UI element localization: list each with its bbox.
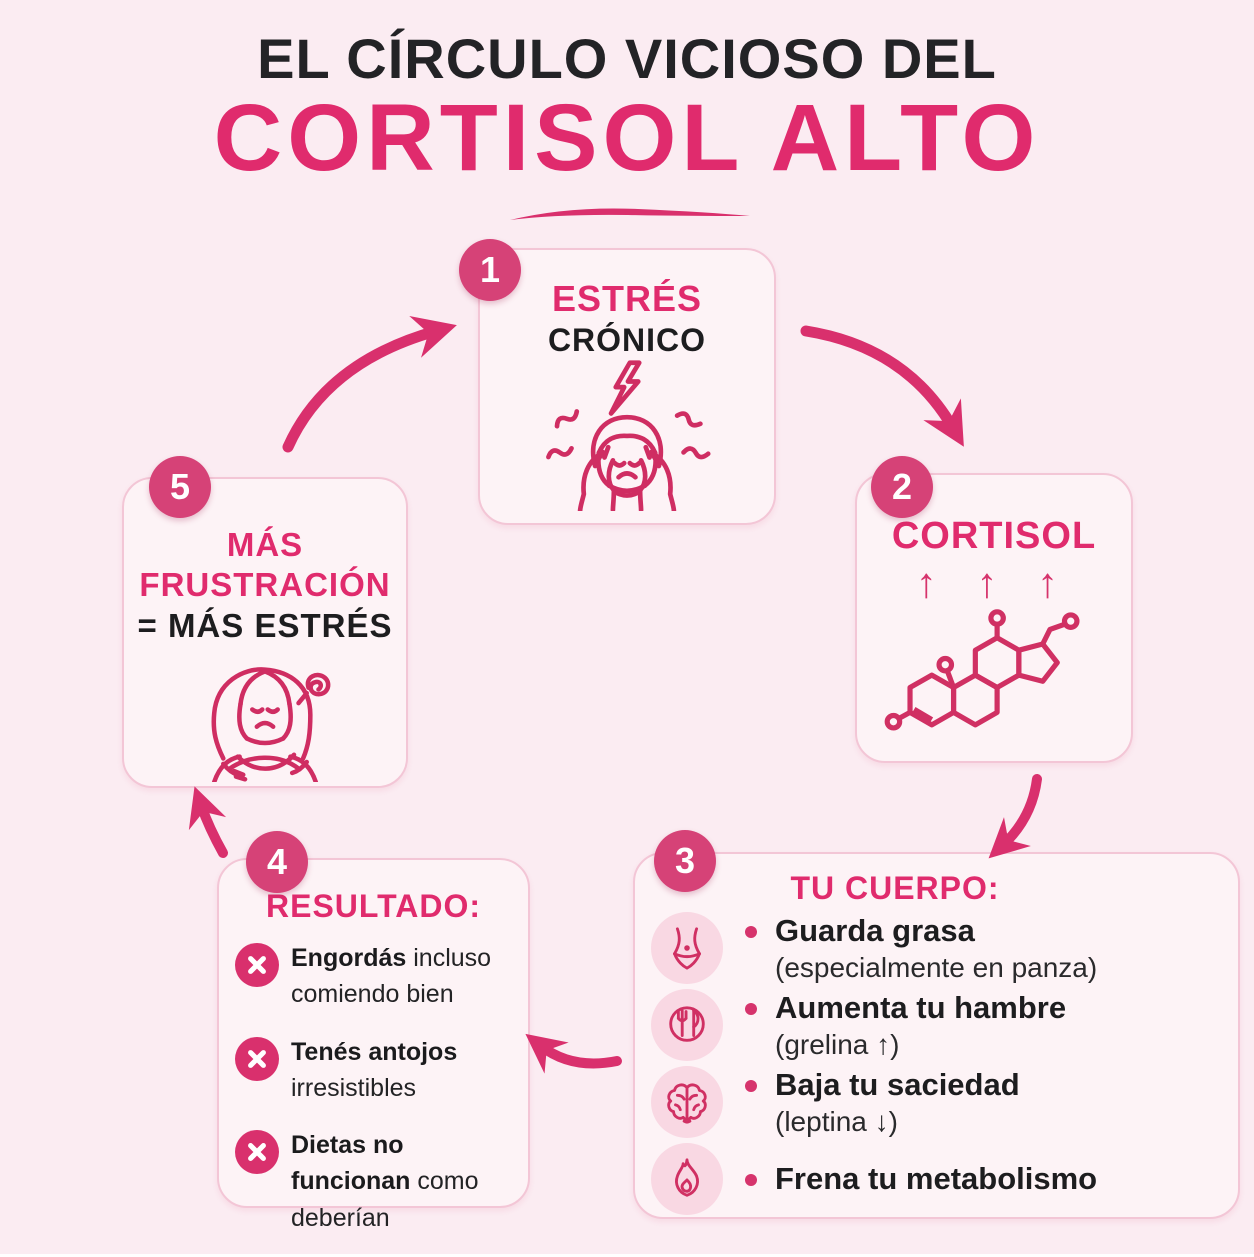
brain-icon bbox=[651, 1066, 723, 1138]
page-title: EL CÍRCULO VICIOSO DEL CORTISOL ALTO bbox=[0, 27, 1254, 191]
item-bold: Dietas no funcionan bbox=[291, 1131, 411, 1196]
title-line-1: EL CÍRCULO VICIOSO DEL bbox=[257, 27, 997, 90]
cutlery-icon bbox=[651, 989, 723, 1061]
item-subtitle: (grelina ↑) bbox=[775, 1028, 900, 1060]
list-item-text: Dietas no funcionan como deberían bbox=[291, 1127, 518, 1236]
item-bold: Tenés antojos bbox=[291, 1037, 458, 1066]
arrow-3-to-4 bbox=[525, 1033, 622, 1074]
step-4-badge: 4 bbox=[246, 831, 308, 893]
list-item-text: Tenés antojos irresistibles bbox=[291, 1034, 518, 1107]
list-item-text: Aumenta tu hambre (grelina ↑) bbox=[735, 989, 1066, 1061]
step-5-title-line1: MÁS bbox=[226, 526, 304, 563]
list-item: Dietas no funcionan como deberían bbox=[235, 1127, 518, 1236]
item-subtitle: (leptina ↓) bbox=[775, 1105, 898, 1137]
step-3-badge: 3 bbox=[654, 830, 716, 892]
step-1-card: ESTRÉS CRÓNICO bbox=[478, 248, 776, 525]
item-title: Frena tu metabolismo bbox=[775, 1160, 1098, 1196]
step-1-subtitle: CRÓNICO bbox=[547, 322, 707, 358]
step-5-badge: 5 bbox=[149, 456, 211, 518]
list-item: Baja tu saciedad (leptina ↓) bbox=[651, 1066, 1224, 1138]
arrow-4-to-5 bbox=[188, 786, 228, 858]
step-1-badge: 1 bbox=[459, 239, 521, 301]
stressed-person-icon bbox=[546, 360, 711, 511]
x-circle-icon bbox=[235, 943, 279, 987]
list-item: Aumenta tu hambre (grelina ↑) bbox=[651, 989, 1224, 1061]
item-title: Baja tu saciedad bbox=[775, 1066, 1020, 1102]
step-4-card: RESULTADO: Engordás incluso comiendo bie… bbox=[217, 858, 530, 1232]
item-rest: incluso comiendo bien bbox=[291, 944, 492, 1009]
step-2-card: CORTISOL ↑ ↑ ↑ bbox=[855, 473, 1133, 763]
step-2-title: CORTISOL bbox=[891, 515, 1097, 557]
frustrated-woman-icon bbox=[211, 667, 331, 782]
item-title: Guarda grasa bbox=[775, 912, 975, 948]
list-item-text: Engordás incluso comiendo bien bbox=[291, 940, 518, 1013]
step-1-title: ESTRÉS bbox=[551, 278, 703, 319]
list-item: Guarda grasa (especialmente en panza) bbox=[651, 912, 1224, 984]
x-circle-icon bbox=[235, 1130, 279, 1174]
list-item: Tenés antojos irresistibles bbox=[235, 1034, 518, 1107]
arrow-2-to-3 bbox=[988, 774, 1042, 859]
item-rest: irresistibles bbox=[291, 1073, 417, 1102]
up-arrows: ↑ ↑ ↑ bbox=[915, 559, 1073, 606]
item-rest: como deberían bbox=[291, 1167, 479, 1232]
step-3-title: TU CUERPO: bbox=[790, 870, 1000, 906]
list-item: Frena tu metabolismo bbox=[651, 1143, 1224, 1215]
x-circle-icon bbox=[235, 1036, 279, 1081]
list-item: Engordás incluso comiendo bien bbox=[235, 940, 518, 1013]
list-item-text: Frena tu metabolismo bbox=[735, 1160, 1097, 1199]
step-5-title-line2: FRUSTRACIÓN bbox=[139, 566, 391, 604]
step-4-title: RESULTADO: bbox=[265, 888, 481, 924]
item-title: Aumenta tu hambre bbox=[775, 989, 1067, 1025]
arrow-1-to-2 bbox=[800, 325, 964, 447]
step-5-subtitle: = MÁS ESTRÉS bbox=[137, 606, 393, 644]
item-subtitle: (especialmente en panza) bbox=[775, 951, 1098, 983]
body-effects-list: Guarda grasa (especialmente en panza) Au… bbox=[651, 912, 1224, 1220]
step-2-badge: 2 bbox=[871, 456, 933, 518]
title-underline-swoosh bbox=[510, 208, 750, 220]
item-bold: Engordás bbox=[291, 944, 407, 972]
title-line-2: CORTISOL ALTO bbox=[213, 84, 1041, 191]
arrow-5-to-1 bbox=[282, 316, 457, 453]
waist-icon bbox=[651, 912, 723, 984]
step-3-card: TU CUERPO: Guarda grasa (especialmente e… bbox=[633, 852, 1240, 1219]
list-item-text: Baja tu saciedad (leptina ↓) bbox=[735, 1066, 1020, 1138]
cortisol-molecule-icon bbox=[884, 609, 1080, 731]
flame-icon bbox=[651, 1143, 723, 1215]
step-5-card: MÁS FRUSTRACIÓN = MÁS ESTRÉS bbox=[122, 477, 408, 788]
list-item-text: Guarda grasa (especialmente en panza) bbox=[735, 912, 1097, 984]
results-list: Engordás incluso comiendo bien Tenés ant… bbox=[235, 940, 518, 1257]
